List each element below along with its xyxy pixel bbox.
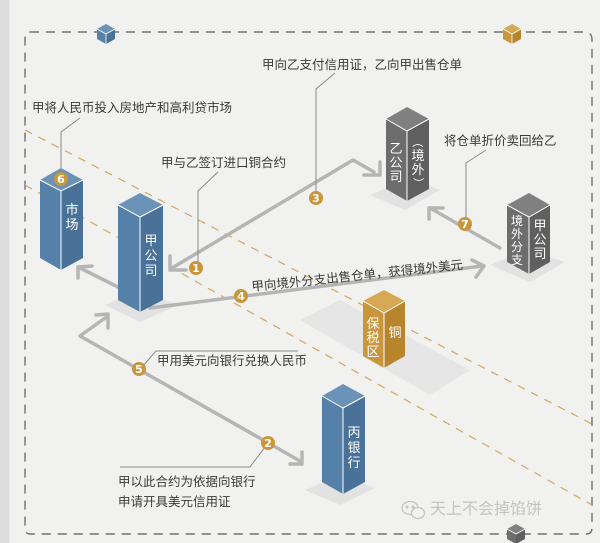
company-a-label-2: 公 [144,249,157,264]
leader-6 [60,117,81,170]
arrow-head-step-7 [427,206,445,221]
company-b-right-label-3: 外 [411,163,424,178]
company-b-right-label-4: ） [412,178,425,189]
gold-dashed-line-upper [24,129,593,425]
company-b-building: 乙 公 司 （ 境 外 ） [385,107,430,201]
step-2-label-line-1: 甲以此合约为依据向银行 [118,474,256,489]
bonded-left-label-2: 税 [366,331,379,346]
company-a-building: 甲 公 司 [117,193,164,312]
bonded-left-label-1: 保 [366,317,379,332]
arrow-step-4 [148,264,484,310]
svg-text:7: 7 [461,218,469,231]
svg-text:3: 3 [312,192,320,205]
step-badge-1: 1 [189,261,203,275]
step-badge-3: 3 [309,191,323,205]
step-4-label: 甲向境外分支出售仓单，获得境外美元 [251,257,464,294]
gray-cube-icon [506,524,526,543]
svg-text:6: 6 [57,173,65,186]
svg-text:1: 1 [192,262,200,275]
bonded-zone-building: 保 税 区 铜 [362,290,406,368]
branch-left-label-2: 外 [511,227,523,241]
leader-2 [120,442,269,468]
step-badge-7: 7 [458,217,472,231]
wechat-icon [401,500,426,520]
market-label-1: 市 [65,202,78,218]
branch-right-label-1: 甲 [533,219,546,234]
gold-cube-icon [502,24,522,44]
left-edge-strip [0,0,10,543]
company-b-left-label-1: 乙 [389,142,402,157]
company-a-label-3: 司 [144,264,157,279]
leader-5 [141,350,298,368]
arrow-head-step-4 [470,258,486,279]
company-b-right-label-2: 境 [411,149,424,164]
blue-cube-icon [96,24,116,44]
leader-3 [315,72,336,196]
branch-right-label-2: 公 [533,233,546,248]
arrow-head-step-2 [288,450,304,466]
bank-building: 丙 银 行 [321,384,366,494]
step-badge-2: 2 [261,436,275,450]
step-badge-4: 4 [234,289,248,303]
market-building: 市 场 [39,168,84,270]
bank-label-1: 丙 [347,426,360,441]
bonded-right-label-1: 铜 [388,326,401,341]
svg-text:2: 2 [264,437,272,450]
step-1-label: 甲与乙签订进口铜合约 [161,155,286,170]
arrow-head-market [76,264,94,280]
company-b-left-label-3: 司 [389,170,402,185]
watermark-text: 天上不会掉馅饼 [430,499,542,518]
step-badge-6: 6 [54,172,68,186]
branch-left-label-3: 分 [511,240,523,254]
leader-lines [60,72,487,468]
arrow-head-step-5 [94,312,110,330]
company-a-label-1: 甲 [144,234,157,249]
arrow-head-step-3 [362,160,382,177]
svg-text:4: 4 [237,290,245,303]
svg-text:5: 5 [135,363,143,376]
step-2-label-line-2: 申请开具美元信用证 [118,494,231,509]
branch-right-label-3: 司 [533,247,546,262]
branch-left-label-1: 境 [511,213,523,228]
step-badge-5: 5 [132,362,146,376]
arrows [76,158,502,466]
arrow-step-1-3 [170,158,376,270]
company-b-right-label-1: （ [411,137,424,148]
arrow-step-2-5 [78,316,302,463]
arrow-head-step-1 [168,254,188,272]
bank-label-3: 行 [347,456,360,471]
leader-7 [465,149,487,221]
step-5-label: 甲用美元向银行兑换人民币 [157,353,307,368]
dashed-border [24,31,593,535]
arrow-to-market [76,265,122,290]
step-6-label: 甲将人民币投入房地产和高利贷市场 [32,100,232,115]
company-b-left-label-2: 公 [389,156,402,171]
branch-left-label-4: 支 [511,253,523,267]
bank-label-2: 银 [347,441,360,456]
gold-dashed-line-lower [24,184,593,506]
bonded-left-label-3: 区 [366,345,379,360]
step-3-label: 甲向乙支付信用证，乙向甲出售仓单 [262,57,462,72]
step-7-label: 将仓单折价卖回给乙 [444,133,557,148]
branch-building: 境 外 分 支 甲 公 司 [506,193,551,274]
market-label-2: 场 [65,218,78,233]
leader-1 [197,171,219,268]
